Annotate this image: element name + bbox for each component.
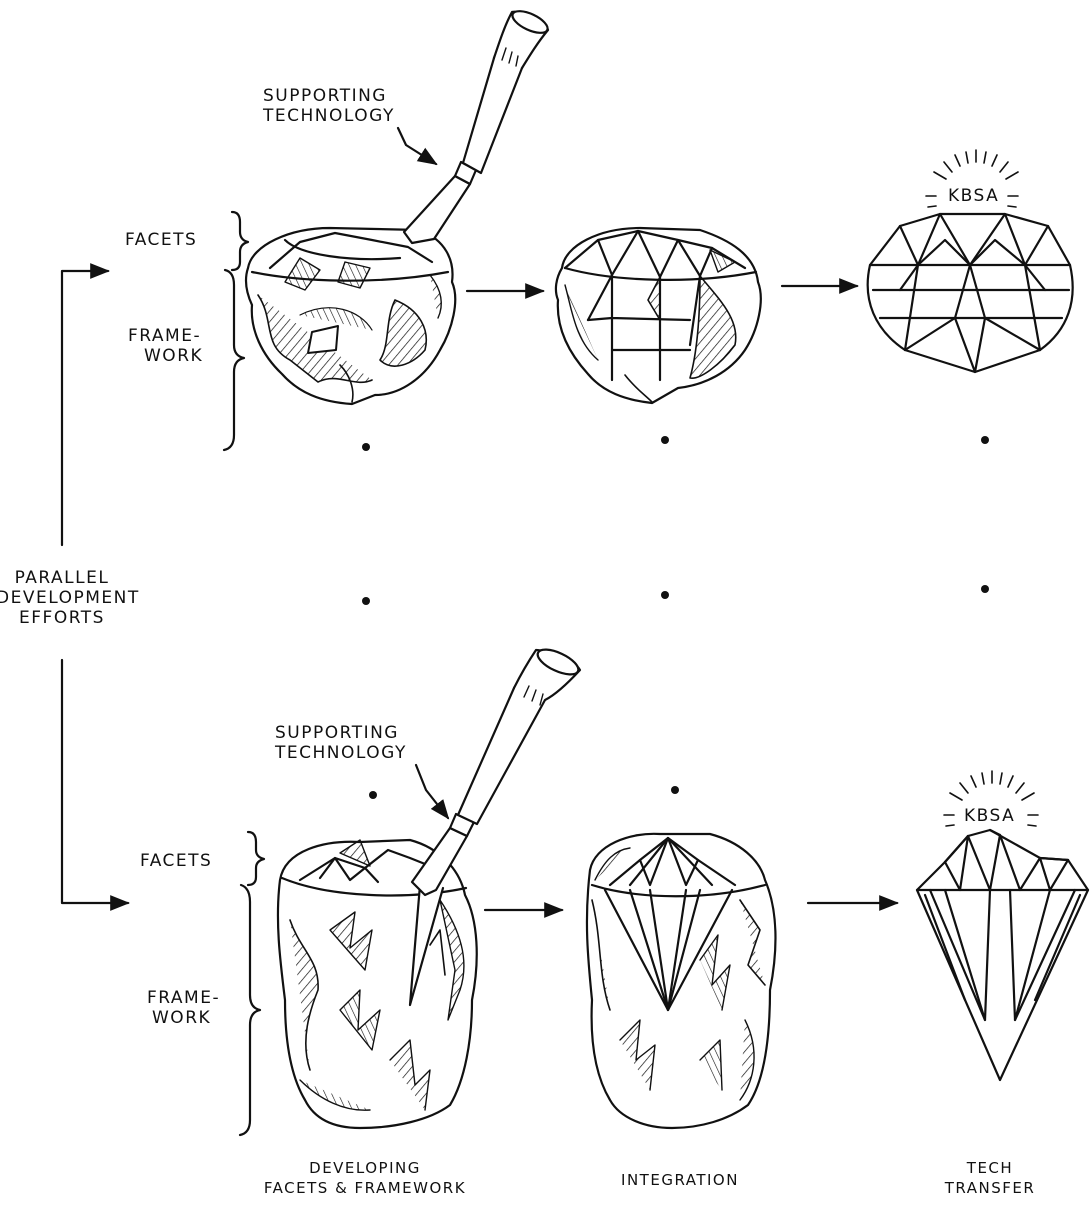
finished-gem-bottom <box>917 830 1088 1080</box>
stage-1-line-2: FACETS & FRAMEWORK <box>240 1178 490 1198</box>
framework-line-1: FRAME- <box>147 988 220 1008</box>
supporting-line-2: TECHNOLOGY <box>263 106 395 126</box>
parallel-line-1: PARALLEL <box>0 568 128 588</box>
stage-3-line-2: TRANSFER <box>930 1178 1050 1198</box>
arrow-supporting-bottom <box>416 765 448 818</box>
chisel-top <box>404 7 551 243</box>
kbsa-label-top: KBSA <box>948 186 999 206</box>
chisel-bottom <box>412 645 582 895</box>
facets-brace-top <box>232 212 248 270</box>
parallel-line-3: EFFORTS <box>0 608 128 628</box>
supporting-line-1: SUPPORTING <box>263 86 395 106</box>
parallel-development-label: PARALLEL DEVELOPMENT EFFORTS <box>0 568 128 628</box>
facets-brace-bottom <box>248 832 264 885</box>
supporting-technology-label-bottom: SUPPORTING TECHNOLOGY <box>275 723 407 763</box>
partial-gem-bottom <box>587 834 776 1128</box>
supporting-line-2: TECHNOLOGY <box>275 743 407 763</box>
framework-brace-bottom <box>240 885 260 1135</box>
finished-gem-top <box>868 214 1073 372</box>
framework-line-2: WORK <box>147 1008 220 1028</box>
framework-line-2: WORK <box>128 346 203 366</box>
facets-label-top: FACETS <box>125 230 197 250</box>
stage-tech-transfer-label: TECH TRANSFER <box>930 1158 1050 1198</box>
stage-1-line-1: DEVELOPING <box>240 1158 490 1178</box>
framework-brace-top <box>224 270 244 450</box>
supporting-technology-label-top: SUPPORTING TECHNOLOGY <box>263 86 395 126</box>
continuation-dots <box>362 436 989 799</box>
stage-integration-label: INTEGRATION <box>590 1170 770 1190</box>
stage-developing-label: DEVELOPING FACETS & FRAMEWORK <box>240 1158 490 1198</box>
framework-label-bottom: FRAME- WORK <box>147 988 220 1028</box>
stage-3-line-1: TECH <box>930 1158 1050 1178</box>
framework-line-1: FRAME- <box>128 326 203 346</box>
arrow-supporting-top <box>398 128 436 164</box>
partial-gem-top <box>556 228 761 403</box>
rough-stone-bottom <box>278 840 477 1128</box>
kbsa-label-bottom: KBSA <box>964 806 1015 826</box>
parallel-line-2: DEVELOPMENT <box>0 588 128 608</box>
supporting-line-1: SUPPORTING <box>275 723 407 743</box>
facets-label-bottom: FACETS <box>140 851 212 871</box>
framework-label-top: FRAME- WORK <box>128 326 203 366</box>
rough-stone-top <box>246 228 455 404</box>
